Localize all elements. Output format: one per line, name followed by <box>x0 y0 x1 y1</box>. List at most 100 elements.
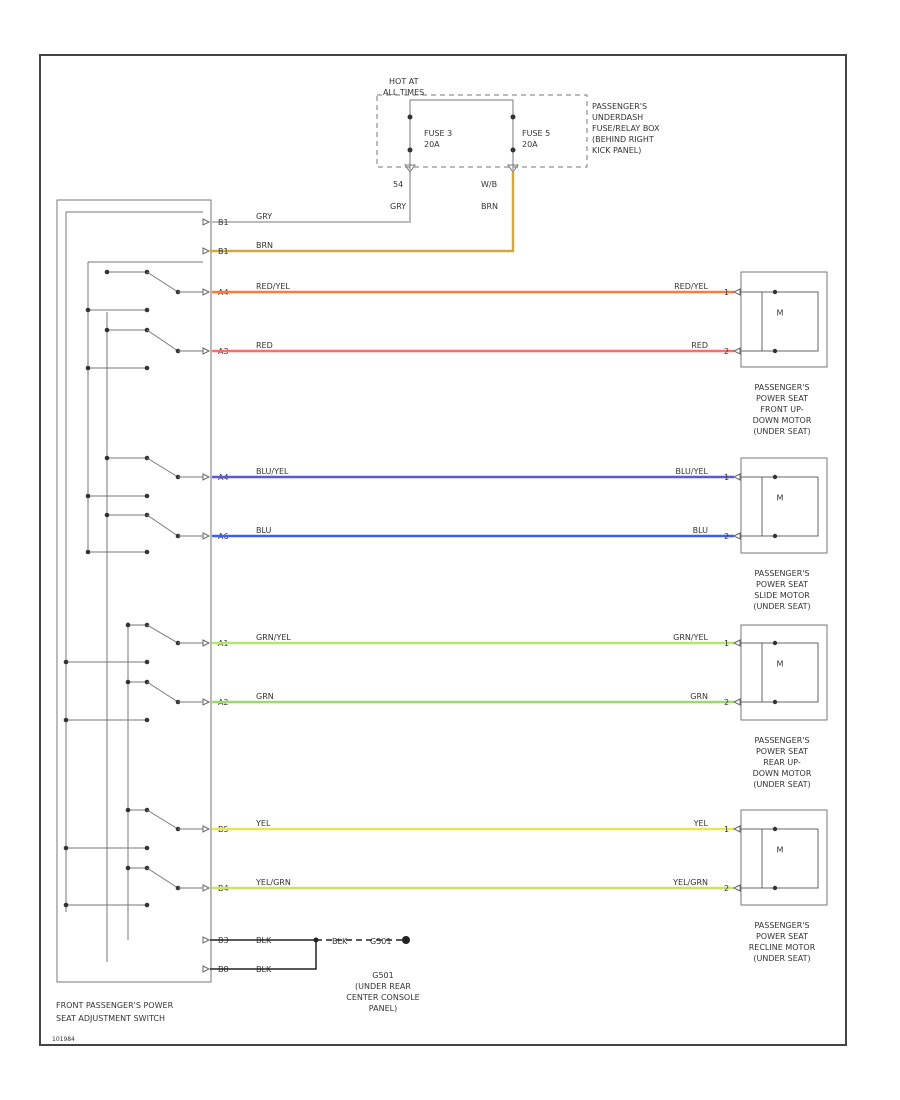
motor-pin-connector-icon <box>732 698 741 706</box>
switch-contact-dot <box>104 455 110 461</box>
switch-contact-dot <box>125 622 131 628</box>
motor-pin-connector-icon <box>732 288 741 296</box>
switch-contact-dot <box>144 307 150 313</box>
switch-pin-connector-icon <box>202 825 211 833</box>
motor-caption-line: POWER SEAT <box>756 932 808 941</box>
motor-inner-box <box>761 291 819 352</box>
switch-blade <box>146 514 179 537</box>
motor-pin-label: 1 <box>724 825 729 834</box>
motor-caption-line: POWER SEAT <box>756 747 808 756</box>
motor-caption-line: REAR UP- <box>763 758 801 767</box>
motor-pin-connector-icon <box>732 473 741 481</box>
switch-blade <box>146 624 179 644</box>
motor-inner-box <box>761 476 819 537</box>
switch-blade <box>146 809 179 830</box>
motor-caption-line: PASSENGER'S <box>754 736 809 745</box>
switch-contact-dot <box>144 365 150 371</box>
switch-pin-connector-icon <box>202 288 211 296</box>
switch-contact-dot <box>144 717 150 723</box>
motor-pin-label: 1 <box>724 288 729 297</box>
switch-pin-connector-icon <box>202 639 211 647</box>
motor-pin-label: 1 <box>724 473 729 482</box>
fuse-5-top-dot <box>510 114 516 120</box>
switch-pin-row: A1GRN/YEL <box>202 633 734 648</box>
motor-outer-box <box>740 457 828 554</box>
switch-contact-dot <box>63 717 69 723</box>
switch-contact-dot <box>85 549 91 555</box>
hot-label-line-1: HOT AT <box>389 77 419 86</box>
motor-pin-label: 1 <box>724 639 729 648</box>
switch-module <box>56 199 212 983</box>
diagram-frame <box>39 54 847 1046</box>
motor-wire-label: BLU <box>693 526 709 535</box>
fuse-3-rating: 20A <box>424 140 440 149</box>
motor-contact-dot <box>772 533 778 539</box>
switch-contact-dot <box>144 659 150 665</box>
fuse-3-circuit-label: 54 <box>393 180 403 189</box>
motor-caption-line: (UNDER SEAT) <box>753 602 810 611</box>
motor-caption-line: (UNDER SEAT) <box>753 780 810 789</box>
switch-pin-row: A4RED/YEL <box>202 282 734 297</box>
motor-pin-label: 2 <box>724 698 729 707</box>
switch-pin-connector-icon <box>202 347 211 355</box>
figure-id: 101984 <box>52 1036 75 1043</box>
motor-contact-dot <box>772 885 778 891</box>
motor-contact-dot <box>772 474 778 480</box>
switch-pin-label: B1 <box>218 218 229 227</box>
motor-pin-connector-icon <box>732 532 741 540</box>
switch-contact-dot <box>144 845 150 851</box>
motor-caption-line: POWER SEAT <box>756 394 808 403</box>
switch-blade <box>146 329 179 352</box>
motor-symbol: M <box>777 660 784 669</box>
motor-wire-label: YEL <box>693 819 709 828</box>
switch-contact-dot <box>144 493 150 499</box>
switch-pin-row: A3RED <box>202 341 734 356</box>
switch-pin-row: B5YEL <box>202 819 734 834</box>
switch-pin-connector-icon <box>202 936 211 944</box>
switch-contact-dot <box>104 269 110 275</box>
fuse-3-wire-label: GRY <box>390 202 406 211</box>
ground-caption-line-4: PANEL) <box>369 1004 397 1013</box>
switch-internals <box>63 211 203 962</box>
switch-pin-connector-icon <box>202 473 211 481</box>
fuse-5-name: FUSE 5 <box>522 129 550 138</box>
switch-wire-label: GRN <box>256 692 274 701</box>
motor-caption-line: POWER SEAT <box>756 580 808 589</box>
motor-wire-label: GRN/YEL <box>673 633 708 642</box>
motor-caption-line: FRONT UP- <box>760 405 803 414</box>
motor-pin-label: 2 <box>724 884 729 893</box>
motor-outer-box <box>740 624 828 721</box>
switch-wire-label: YEL <box>255 819 271 828</box>
switch-caption-line-1: FRONT PASSENGER'S POWER <box>56 1001 174 1010</box>
hot-label-line-2: ALL TIMES <box>383 88 424 97</box>
switch-pin-row: A4BLU/YEL <box>202 467 734 482</box>
switch-pin-connector-icon <box>202 532 211 540</box>
switch-contact-dot <box>104 327 110 333</box>
switch-contact-dot <box>63 902 69 908</box>
switch-pin-label: B1 <box>218 247 229 256</box>
switch-pin-row: A2GRN <box>202 692 734 707</box>
ground-caption-line-3: CENTER CONSOLE <box>346 993 419 1002</box>
switch-pin-connector-icon <box>202 698 211 706</box>
switch-contact-dot <box>85 493 91 499</box>
motors-layer: M PASSENGER'S POWER SEAT FRONT UP- DOWN MOTO… <box>740 271 828 963</box>
fuse-box-location-line-3: FUSE/RELAY BOX <box>592 124 660 133</box>
switch-pin-row: A6BLU <box>202 526 734 541</box>
motor-caption-line: PASSENGER'S <box>754 383 809 392</box>
motor-symbol: M <box>777 494 784 503</box>
fuse-box-location-line-1: PASSENGER'S <box>592 102 647 111</box>
switch-contact-dot <box>85 365 91 371</box>
switch-contact-dot <box>125 865 131 871</box>
motor-pin-connector-icon <box>732 639 741 647</box>
motor-symbol: M <box>777 846 784 855</box>
motor-wire-label: GRN <box>690 692 708 701</box>
fuse-box-location-line-2: UNDERDASH <box>592 113 643 122</box>
switch-wire-label: YEL/GRN <box>255 878 291 887</box>
motor-caption-line: DOWN MOTOR <box>753 416 812 425</box>
motor-caption-line: RECLINE MOTOR <box>749 943 816 952</box>
